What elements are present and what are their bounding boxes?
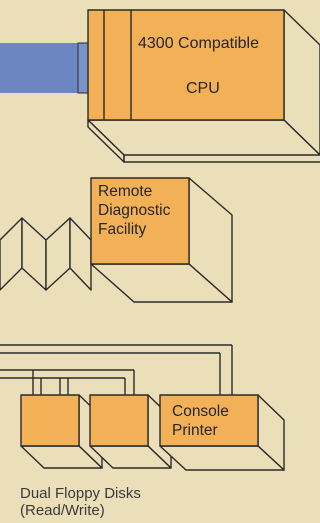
console-printer-box	[159, 394, 285, 471]
cpu-box	[87, 9, 320, 163]
channel-link-bar-sleeve	[77, 42, 89, 94]
cpu-label-line1: 4300 Compatible	[138, 35, 259, 52]
cpu-label-line2: CPU	[186, 80, 220, 97]
floppy-caption: Dual Floppy Disks (Read/Write)	[20, 485, 141, 519]
console-printer-label: Console Printer	[172, 403, 229, 439]
channel-link-bar	[0, 43, 78, 93]
remote-link-zigzag	[0, 217, 92, 291]
remote-diagnostic-box	[90, 177, 233, 303]
remote-diagnostic-label: Remote Diagnostic Facility	[98, 183, 171, 238]
floppy-disk-2	[89, 394, 172, 469]
peripheral-bus	[0, 344, 233, 395]
